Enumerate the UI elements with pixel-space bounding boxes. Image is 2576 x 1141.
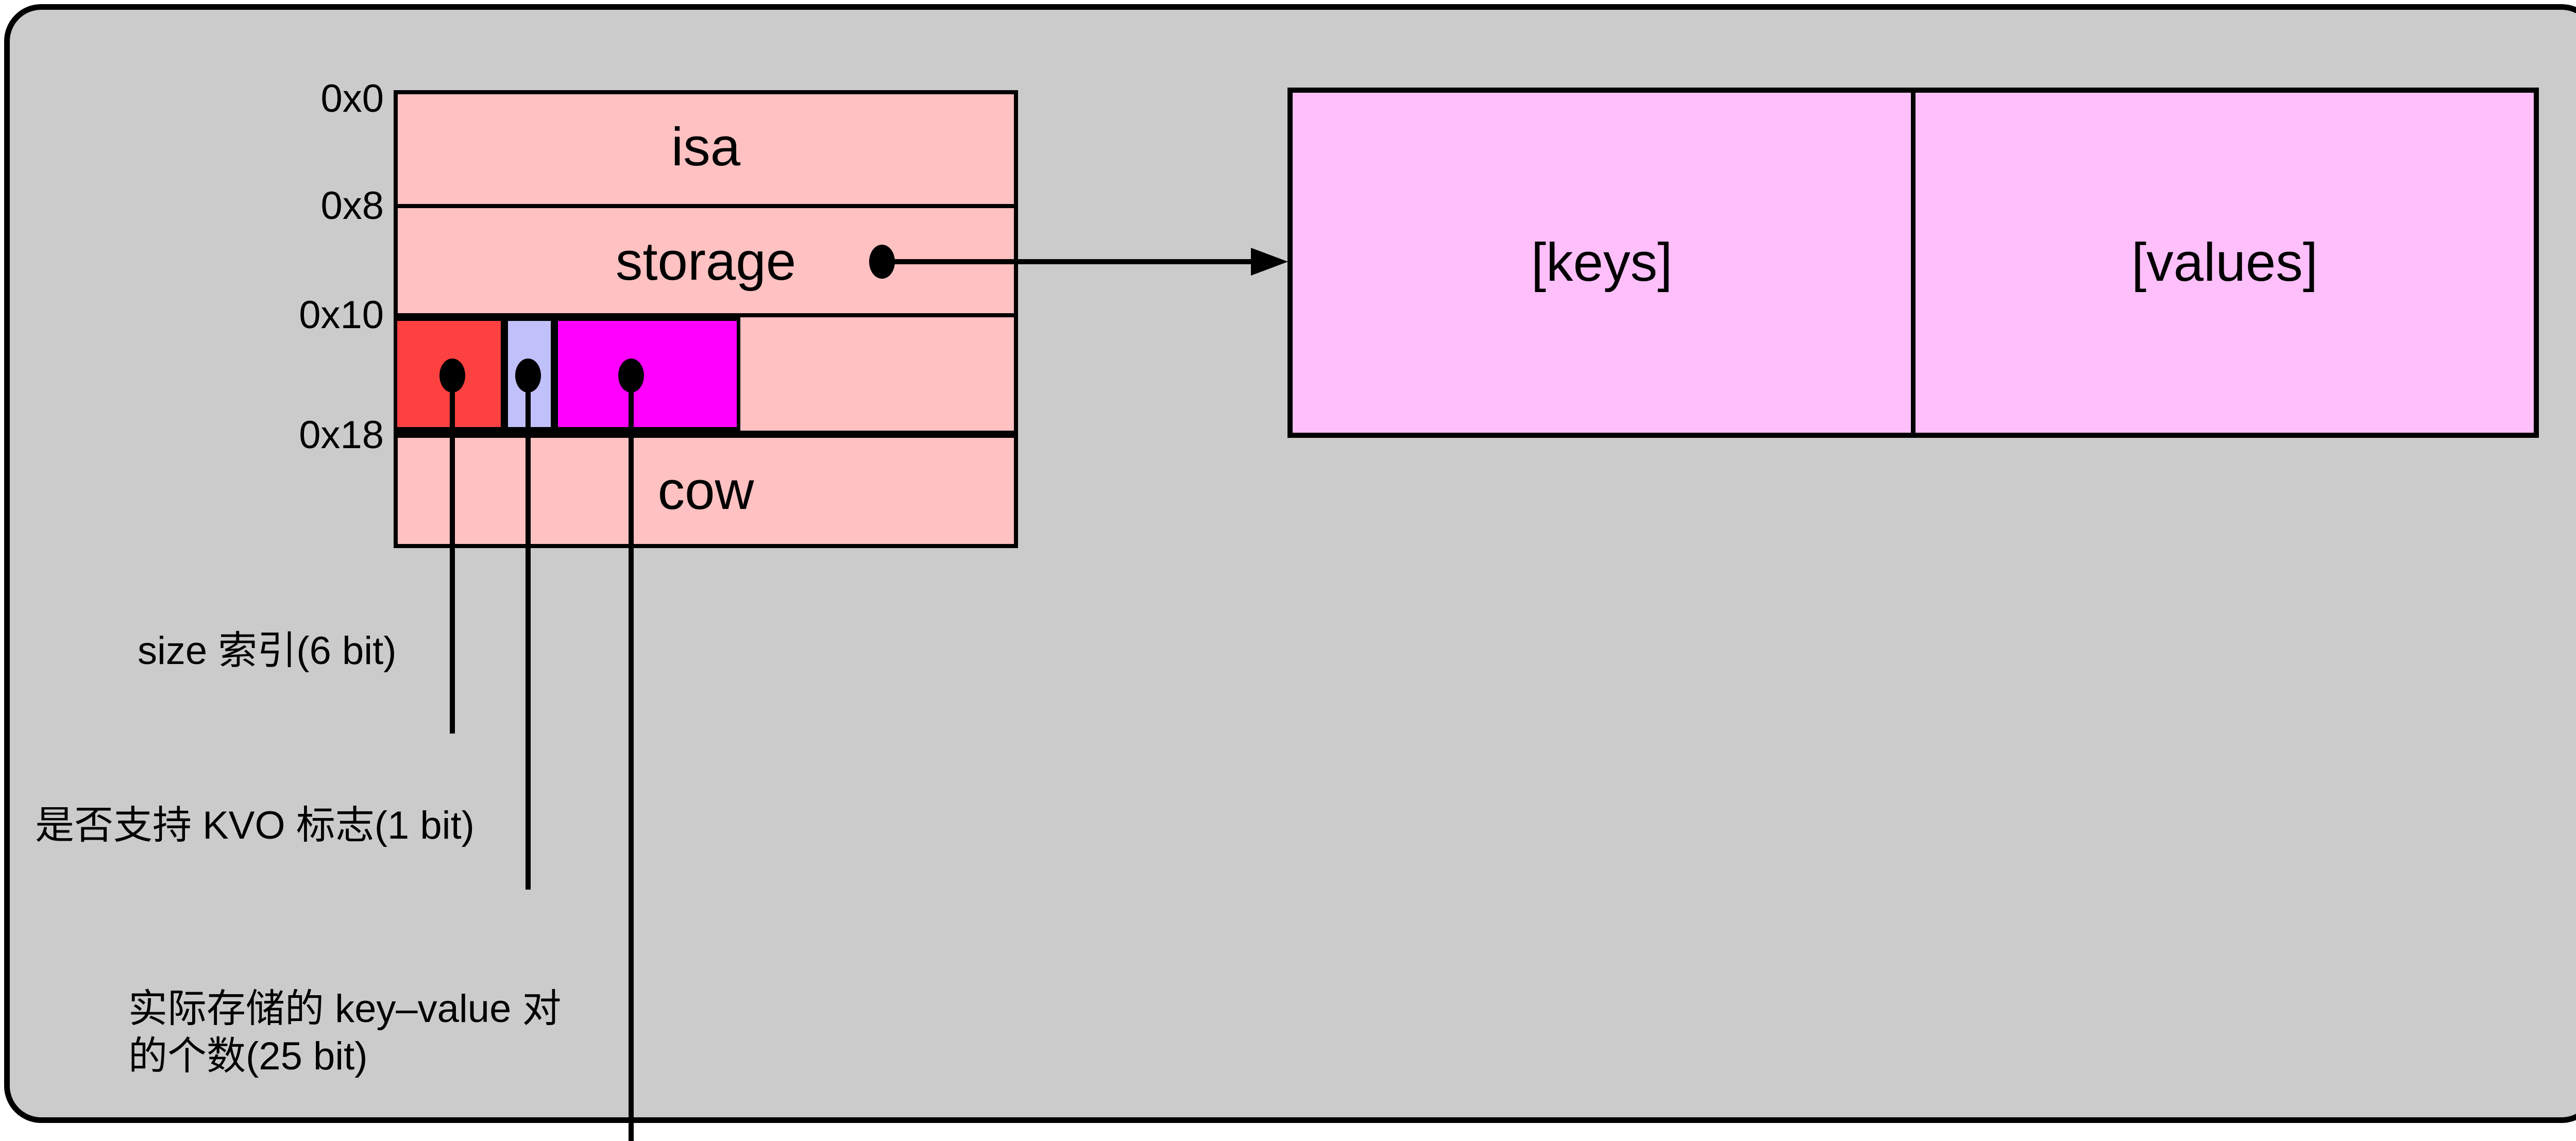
values-label: [values]	[2131, 232, 2318, 293]
offset-label-0x10: 0x10	[299, 293, 384, 337]
offset-label-0x18: 0x18	[299, 413, 384, 457]
annotation-kvo-flag: 是否支持 KVO 标志(1 bit)	[35, 804, 474, 847]
storage-pointer-arrowhead-icon	[1251, 248, 1288, 276]
annotation-size-index: size 索引(6 bit)	[138, 629, 397, 673]
buffer-divider-line	[1911, 93, 1916, 433]
field-isa-label: isa	[671, 117, 741, 177]
offset-label-0x0: 0x0	[320, 77, 384, 121]
kvo-flag-dot	[515, 359, 541, 393]
offset-0x18-thick-divider-line	[394, 431, 1018, 438]
size-index-dot	[439, 359, 465, 393]
annotation-count: 实际存储的 key–value 对 的个数(25 bit)	[128, 985, 561, 1080]
field-cow-label: cow	[657, 461, 754, 521]
offset-0x10-divider-line	[394, 313, 1018, 317]
values-cell: [values]	[1916, 93, 2534, 433]
annotation-count-line2: 的个数(25 bit)	[128, 1034, 368, 1078]
offset-0x8-divider-line	[394, 204, 1018, 208]
keys-label: [keys]	[1531, 232, 1673, 293]
keys-values-buffer-box: [keys] [values]	[1287, 88, 2539, 438]
storage-pointer-arrow-line	[882, 259, 1258, 264]
count-dot	[618, 359, 644, 393]
kvo-flag-leader-line	[526, 376, 531, 890]
field-storage-label: storage	[615, 231, 796, 292]
size-index-leader-line	[450, 376, 455, 734]
offset-label-0x8: 0x8	[320, 184, 384, 228]
count-leader-line	[629, 376, 634, 1141]
count-bits-segment	[554, 317, 740, 431]
keys-cell: [keys]	[1293, 93, 1911, 433]
storage-pointer-dot	[869, 245, 895, 279]
object-memory-box: isa storage cow	[394, 90, 1018, 548]
annotation-count-line1: 实际存储的 key–value 对	[128, 987, 562, 1031]
